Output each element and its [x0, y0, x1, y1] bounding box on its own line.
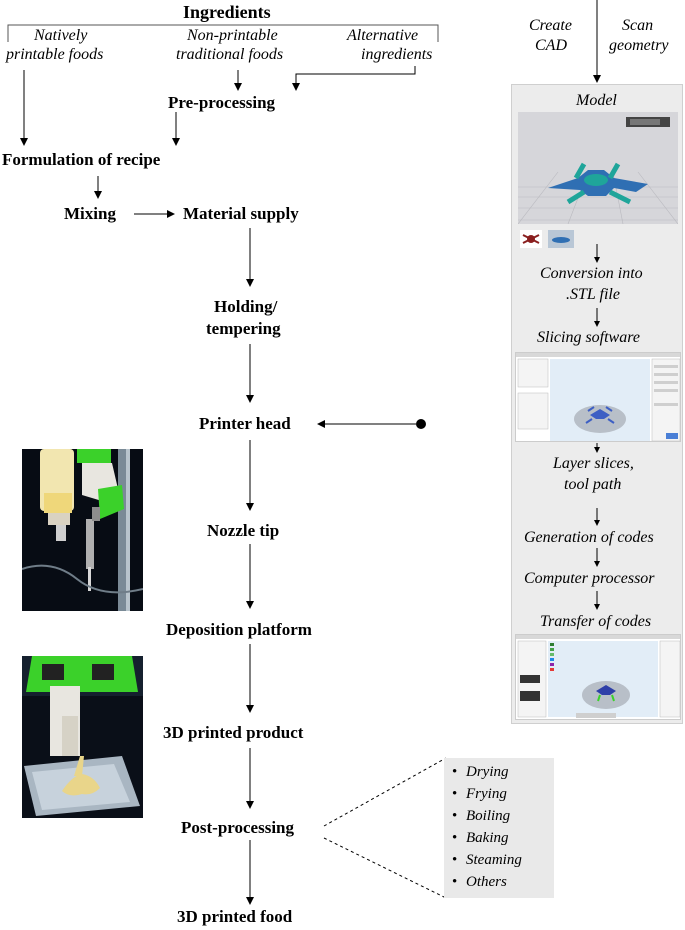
list-item: •Others [452, 874, 507, 890]
category-alternative-line1: Alternative [347, 27, 419, 44]
method-steaming: Steaming [466, 852, 522, 868]
cad-transfer-label: Transfer of codes [540, 613, 652, 630]
cad-generation-label: Generation of codes [524, 529, 654, 546]
ingredients-title: Ingredients [183, 2, 271, 22]
printed-product-photo [22, 656, 143, 818]
dashed-line-top [323, 757, 447, 827]
dashed-line-bottom [323, 837, 447, 899]
step-printer-head: Printer head [199, 414, 291, 433]
step-postprocessing: Post-processing [181, 818, 295, 837]
printer-nozzle-photo [22, 449, 143, 611]
cad-computer-label: Computer processor [524, 570, 655, 587]
ingredients-bracket [7, 24, 439, 42]
arrow-alternative-preprocessing [292, 66, 416, 91]
model-thumbnail-2[interactable] [548, 230, 574, 248]
transfer-codes-screenshot [515, 634, 681, 720]
step-printed-food: 3D printed food [177, 907, 293, 926]
list-item: •Frying [452, 786, 507, 802]
method-frying: Frying [466, 786, 507, 802]
cad-conversion-line2: .STL file [566, 286, 620, 303]
connector-dot [416, 419, 426, 429]
cad-layer-line2: tool path [564, 476, 622, 493]
step-mixing: Mixing [64, 204, 116, 223]
cad-model-label: Model [576, 92, 617, 109]
cad-conversion-line1: Conversion into [540, 265, 643, 282]
cad-create-line1: Create [529, 17, 572, 34]
category-natively-line2: printable foods [6, 46, 104, 63]
list-item: •Steaming [452, 852, 522, 868]
cad-scan-line1: Scan [622, 17, 654, 34]
method-boiling: Boiling [466, 808, 511, 824]
step-printed-product: 3D printed product [163, 723, 304, 742]
step-preprocessing: Pre-processing [168, 93, 276, 112]
cad-create-line2: CAD [535, 37, 567, 54]
cad-process-panel: Model Conversion into .STL file Slicing … [511, 84, 683, 724]
step-deposition: Deposition platform [166, 620, 312, 639]
slicing-software-screenshot [515, 352, 681, 442]
model-viewport [518, 112, 678, 224]
category-alternative-line2: ingredients [361, 46, 433, 63]
list-item: •Boiling [452, 808, 511, 824]
step-nozzle-tip: Nozzle tip [207, 521, 280, 540]
method-drying: Drying [466, 764, 509, 780]
list-item: •Drying [452, 764, 509, 780]
list-item: •Baking [452, 830, 509, 846]
method-others: Others [466, 874, 507, 890]
category-natively-line1: Natively [34, 27, 88, 44]
step-holding-line1: Holding/ [214, 297, 278, 316]
step-material-supply: Material supply [183, 204, 299, 223]
step-holding-line2: tempering [206, 319, 281, 338]
category-nonprintable-line2: traditional foods [176, 46, 284, 63]
step-formulation: Formulation of recipe [2, 150, 161, 169]
method-baking: Baking [466, 830, 509, 846]
post-processing-methods-list: •Drying •Frying •Boiling •Baking •Steami… [444, 758, 554, 898]
category-nonprintable-line1: Non-printable [187, 27, 278, 44]
cad-layer-line1: Layer slices, [553, 455, 634, 472]
cad-slicing-label: Slicing software [537, 329, 640, 346]
cad-scan-line2: geometry [609, 37, 669, 54]
model-thumbnail-1[interactable] [520, 230, 542, 248]
